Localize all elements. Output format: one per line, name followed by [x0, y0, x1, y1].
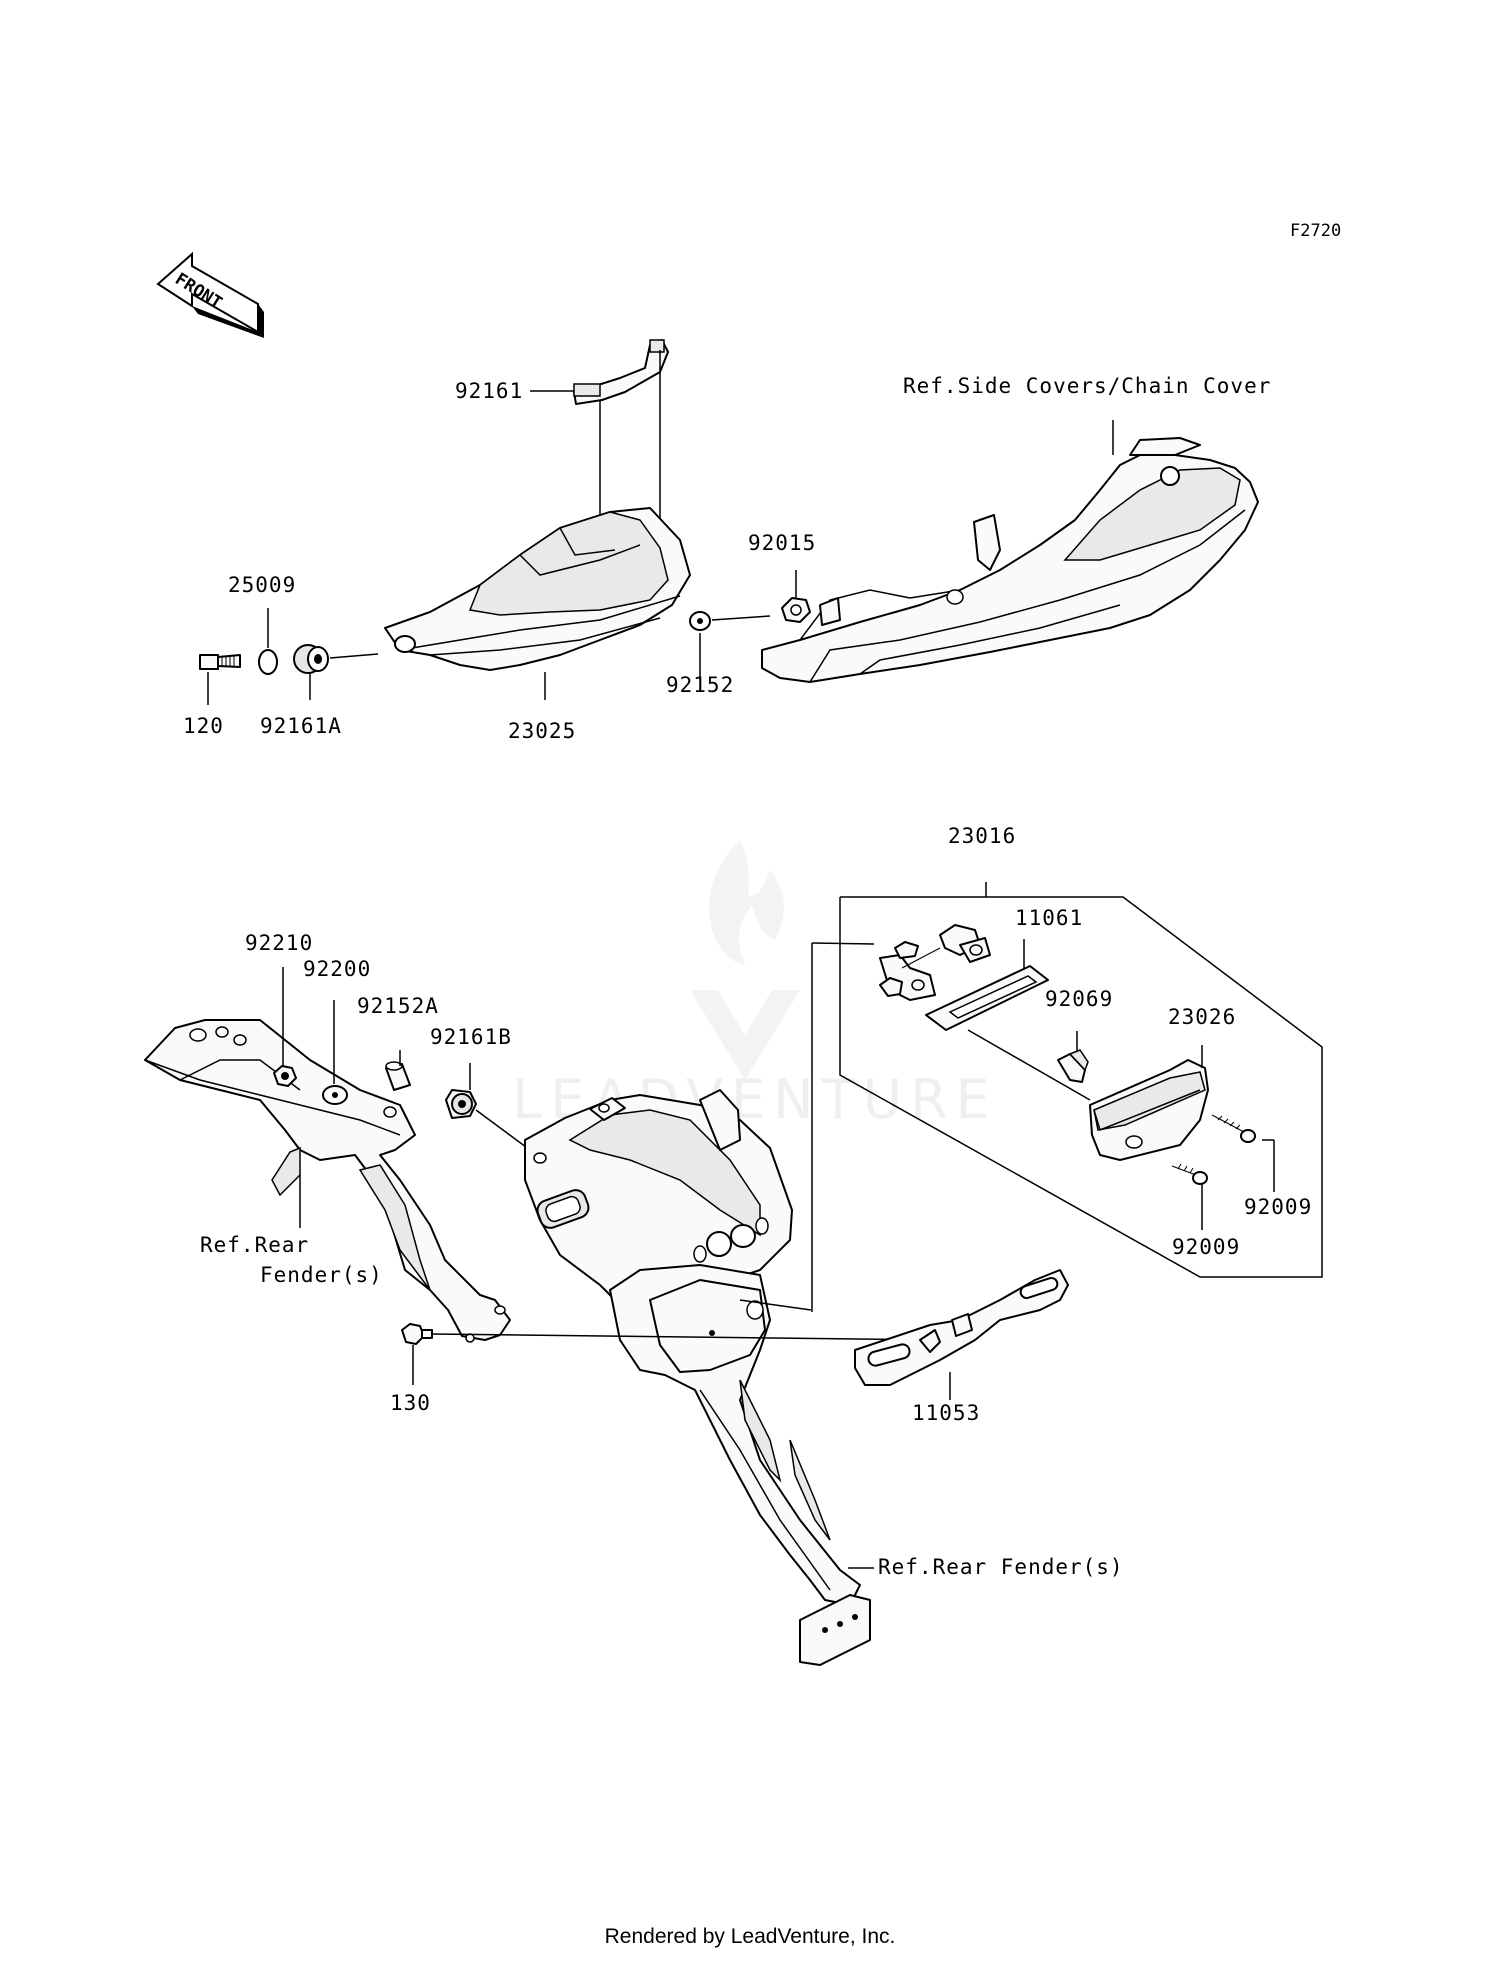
figure-code: F2720 — [1290, 221, 1341, 241]
part-23026-lens — [1089, 1059, 1209, 1161]
footer-credit: Rendered by LeadVenture, Inc. — [604, 1925, 896, 1948]
label-23016: 23016 — [948, 824, 1016, 848]
part-92161A-grommet — [293, 644, 329, 674]
label-92210: 92210 — [245, 931, 313, 955]
part-92152A-collar — [385, 1061, 411, 1091]
label-11061: 11061 — [1015, 906, 1083, 930]
label-ref-rear-3: Ref.Rear Fender(s) — [878, 1555, 1124, 1579]
label-92009-a: 92009 — [1244, 1195, 1312, 1219]
label-92015: 92015 — [748, 531, 816, 555]
label-130: 130 — [390, 1391, 431, 1415]
part-92210-nut — [273, 1065, 297, 1087]
watermark-logo: LEADVENTURE — [512, 840, 990, 1131]
ref-side-cover — [761, 437, 1259, 683]
part-92009-screw-b — [1171, 1163, 1208, 1185]
front-arrow-icon: FRONT — [156, 251, 264, 338]
label-92161B: 92161B — [430, 1025, 512, 1049]
part-92015-nut — [781, 597, 811, 623]
part-92009-screw-a — [1211, 1114, 1256, 1143]
label-ref-rear-1: Ref.Rear — [200, 1233, 309, 1257]
ref-rear-fender-bracket — [144, 1019, 511, 1343]
label-92152A: 92152A — [357, 994, 439, 1018]
label-92152: 92152 — [666, 673, 734, 697]
label-92200: 92200 — [303, 957, 371, 981]
label-ref-rear-2: Fender(s) — [260, 1263, 383, 1287]
label-11053: 11053 — [912, 1401, 980, 1425]
part-130-bolt — [401, 1323, 433, 1345]
label-23025: 23025 — [508, 719, 576, 743]
part-92161-bracket — [573, 339, 669, 405]
label-ref-side-covers: Ref.Side Covers/Chain Cover — [903, 374, 1271, 398]
label-92009-b: 92009 — [1172, 1235, 1240, 1259]
part-23025-cover — [384, 507, 691, 671]
label-92069: 92069 — [1045, 987, 1113, 1011]
part-11061-socket — [879, 924, 991, 1001]
label-25009: 25009 — [228, 573, 296, 597]
part-92069-bulb — [1057, 1049, 1089, 1083]
part-11061-gasket — [925, 965, 1049, 1031]
label-120: 120 — [183, 714, 224, 738]
part-120-bolt — [199, 654, 241, 670]
label-92161: 92161 — [455, 379, 523, 403]
license-holder-bracket — [524, 1089, 871, 1666]
assembly-23016-outline — [739, 896, 1323, 1312]
part-25009-washer — [258, 649, 278, 675]
label-92161A: 92161A — [260, 714, 342, 738]
part-92161B-grommet — [445, 1089, 477, 1119]
part-11053-lamp-bracket — [854, 1269, 1069, 1386]
label-23026: 23026 — [1168, 1005, 1236, 1029]
